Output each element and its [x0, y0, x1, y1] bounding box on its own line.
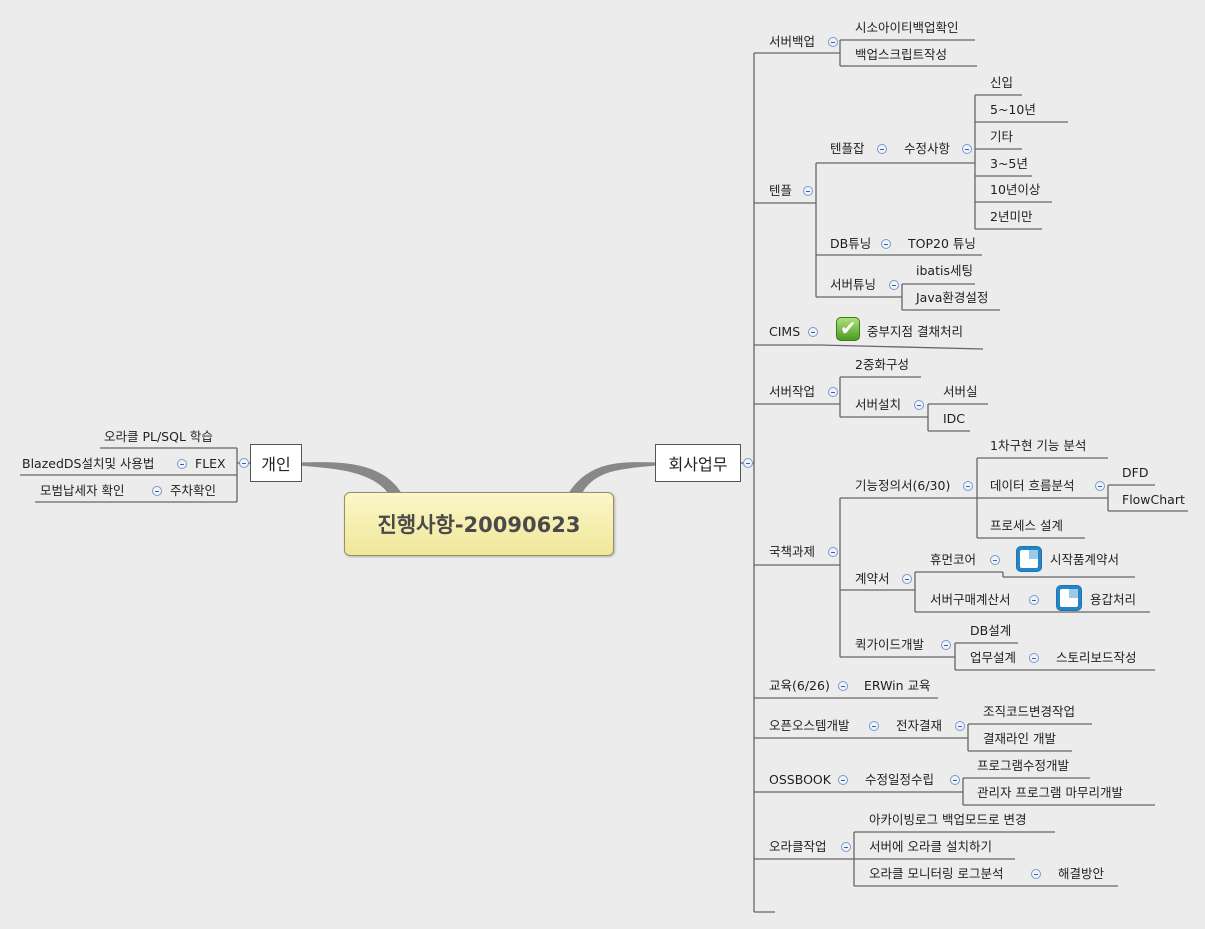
node-prototype-contract[interactable]: 시작품계약서	[1050, 552, 1120, 567]
node-server-backup[interactable]: 서버백업	[769, 34, 816, 49]
collapse-national-icon[interactable]	[828, 547, 838, 557]
node-dual[interactable]: 2중화구성	[855, 357, 909, 372]
node-server-purchase[interactable]: 서버구매계산서	[930, 592, 1011, 607]
node-3-5[interactable]: 3~5년	[990, 156, 1028, 171]
node-schedule[interactable]: 수정일정수립	[865, 772, 935, 787]
collapse-humancore-icon[interactable]	[990, 555, 1000, 565]
collapse-biz-design-icon[interactable]	[1029, 653, 1039, 663]
node-first-impl[interactable]: 1차구현 기능 분석	[990, 438, 1087, 453]
collapse-server-purchase-icon[interactable]	[1029, 595, 1039, 605]
collapse-quick-guide-icon[interactable]	[941, 640, 951, 650]
collapse-server-install-icon[interactable]	[914, 400, 924, 410]
collapse-contract-icon[interactable]	[902, 574, 912, 584]
collapse-oracle-work-icon[interactable]	[841, 842, 851, 852]
node-e-approval[interactable]: 전자결재	[896, 718, 943, 733]
node-server-tuning[interactable]: 서버튜닝	[830, 277, 877, 292]
collapse-templ-icon[interactable]	[803, 186, 813, 196]
node-data-flow[interactable]: 데이터 흐름분석	[990, 478, 1075, 493]
collapse-server-tuning-icon[interactable]	[889, 280, 899, 290]
collapse-db-tuning-icon[interactable]	[881, 239, 891, 249]
node-admin-program[interactable]: 관리자 프로그램 마무리개발	[977, 785, 1123, 800]
topic-personal[interactable]: 개인	[250, 444, 302, 482]
topic-company-work[interactable]: 회사업무	[655, 444, 741, 482]
node-open-sys[interactable]: 오픈오스템개발	[769, 718, 850, 733]
node-func-spec[interactable]: 기능정의서(6/30)	[855, 478, 951, 493]
node-oracle-work[interactable]: 오라클작업	[769, 839, 827, 854]
node-10plus[interactable]: 10년이상	[990, 182, 1041, 197]
node-templjob[interactable]: 텐플잡	[830, 141, 865, 156]
collapse-schedule-icon[interactable]	[950, 775, 960, 785]
node-new[interactable]: 신입	[990, 75, 1014, 90]
progress-quarter-icon	[1016, 546, 1042, 572]
node-blazeds[interactable]: BlazedDS설치및 사용법	[22, 456, 155, 471]
node-model-taxpayer[interactable]: 모범납세자 확인	[40, 483, 125, 498]
progress-quarter-icon	[1056, 585, 1082, 611]
node-templjob-fix[interactable]: 수정사항	[904, 141, 951, 156]
node-biz-design[interactable]: 업무설계	[970, 650, 1017, 665]
node-program-fix[interactable]: 프로그램수정개발	[977, 758, 1070, 773]
task-done-check-icon	[836, 316, 860, 341]
node-5-10[interactable]: 5~10년	[990, 102, 1036, 117]
node-archive-log[interactable]: 아카이빙로그 백업모드로 변경	[869, 812, 1027, 827]
collapse-templjob-icon[interactable]	[877, 144, 887, 154]
node-education[interactable]: 교육(6/26)	[769, 678, 830, 693]
node-etc[interactable]: 기타	[990, 129, 1014, 144]
node-idc[interactable]: IDC	[943, 411, 966, 426]
collapse-blazeds-icon[interactable]	[177, 459, 187, 469]
node-java-env[interactable]: Java환경설정	[916, 290, 989, 305]
collapse-func-spec-icon[interactable]	[963, 481, 973, 491]
node-process-design[interactable]: 프로세스 설계	[990, 518, 1063, 533]
collapse-taxpayer-icon[interactable]	[152, 486, 162, 496]
node-contract[interactable]: 계약서	[855, 571, 890, 586]
node-erwin[interactable]: ERWin 교육	[864, 678, 931, 693]
collapse-server-backup-icon[interactable]	[828, 37, 838, 47]
node-flowchart[interactable]: FlowChart	[1122, 492, 1185, 507]
node-db-tuning[interactable]: DB튜닝	[830, 236, 872, 251]
root-topic[interactable]: 진행사항-20090623	[344, 492, 614, 556]
collapse-server-work-icon[interactable]	[828, 387, 838, 397]
node-templ[interactable]: 텐플	[769, 183, 793, 198]
node-humancore[interactable]: 휴먼코어	[930, 552, 977, 567]
collapse-data-flow-icon[interactable]	[1095, 481, 1105, 491]
node-ibatis[interactable]: ibatis세팅	[916, 263, 973, 278]
node-flex[interactable]: FLEX	[195, 456, 226, 471]
collapse-e-approval-icon[interactable]	[955, 721, 965, 731]
node-backup-script[interactable]: 백업스크립트작성	[855, 47, 948, 62]
node-oracle-plsql[interactable]: 오라클 PL/SQL 학습	[104, 429, 213, 444]
node-ossbook[interactable]: OSSBOOK	[769, 772, 831, 787]
node-cims-child[interactable]: 중부지점 결채처리	[867, 324, 963, 339]
collapse-open-sys-icon[interactable]	[869, 721, 879, 731]
node-solution[interactable]: 해결방안	[1058, 866, 1105, 881]
collapse-ossbook-icon[interactable]	[838, 775, 848, 785]
node-org-code[interactable]: 조직코드변경작업	[983, 704, 1076, 719]
node-storyboard[interactable]: 스토리보드작성	[1056, 650, 1137, 665]
node-server-work[interactable]: 서버작업	[769, 384, 816, 399]
node-dfd[interactable]: DFD	[1122, 465, 1149, 480]
node-approval-line[interactable]: 결재라인 개발	[983, 731, 1056, 746]
node-server-room[interactable]: 서버실	[943, 384, 978, 399]
collapse-education-icon[interactable]	[838, 681, 848, 691]
node-national[interactable]: 국책과제	[769, 544, 816, 559]
node-cims[interactable]: CIMS	[769, 324, 801, 339]
node-under2[interactable]: 2년미만	[990, 209, 1033, 224]
collapse-fix-icon[interactable]	[962, 144, 972, 154]
node-parking[interactable]: 주차확인	[170, 483, 217, 498]
node-server-install[interactable]: 서버설치	[855, 397, 902, 412]
node-siso-backup[interactable]: 시소아이티백업확인	[855, 20, 959, 35]
node-oracle-install[interactable]: 서버에 오라클 설치하기	[869, 839, 992, 854]
collapse-oracle-monitor-icon[interactable]	[1031, 869, 1041, 879]
node-db-design[interactable]: DB설계	[970, 623, 1012, 638]
node-top20[interactable]: TOP20 튜닝	[908, 236, 976, 251]
node-yonggap[interactable]: 용갑처리	[1090, 592, 1137, 607]
collapse-personal-icon[interactable]	[239, 458, 249, 468]
collapse-cims-icon[interactable]	[808, 327, 818, 337]
node-quick-guide[interactable]: 퀵가이드개발	[855, 637, 925, 652]
node-oracle-monitor[interactable]: 오라클 모니터링 로그분석	[869, 866, 1004, 881]
collapse-company-icon[interactable]	[743, 458, 753, 468]
